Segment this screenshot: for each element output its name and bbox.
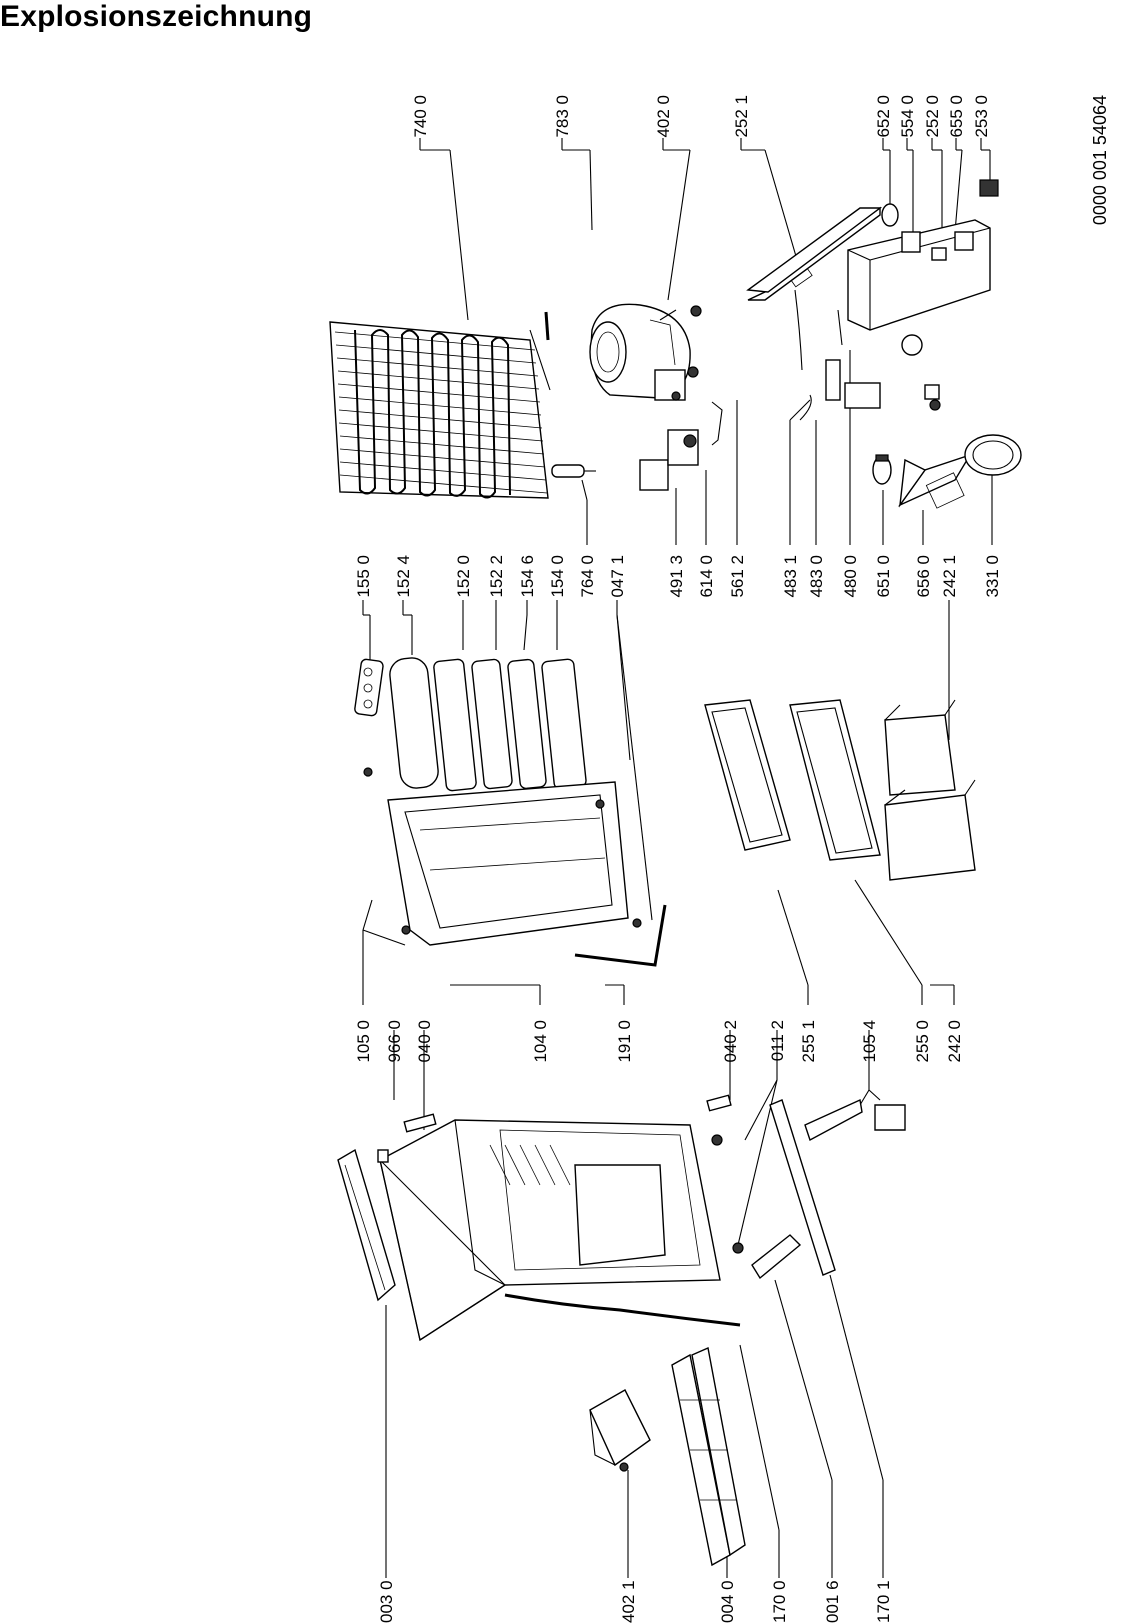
wiring — [794, 289, 843, 421]
label-252-0: 252 0 — [923, 95, 942, 138]
label-764-0: 764 0 — [578, 555, 597, 598]
label-003-0: 003 0 — [377, 1580, 396, 1623]
label-152-4: 152 4 — [394, 555, 413, 598]
label-402-0: 402 0 — [654, 95, 673, 138]
bulb — [872, 454, 892, 485]
label-255-0: 255 0 — [913, 1020, 932, 1063]
lamp-cover — [897, 453, 972, 509]
label-491-3: 491 3 — [667, 555, 686, 598]
label-255-1: 255 1 — [799, 1020, 818, 1063]
page-title: Explosionszeichnung — [0, 0, 313, 33]
label-483-0: 483 0 — [807, 555, 826, 598]
label-154-6: 154 6 — [518, 555, 537, 598]
label-170-1: 170 1 — [874, 1580, 893, 1623]
tube-783 — [544, 311, 550, 341]
label-331-0: 331 0 — [983, 555, 1002, 598]
door-gasket-strip — [574, 904, 667, 967]
label-104-0: 104 0 — [531, 1020, 550, 1063]
door-panel — [363, 767, 642, 946]
crisper-drawers — [884, 699, 976, 881]
label-004-0: 004 0 — [718, 1580, 737, 1623]
label-191-0: 191 0 — [615, 1020, 634, 1063]
document-number: 0000 001 54064 — [1090, 95, 1110, 225]
label-554-0: 554 0 — [898, 95, 917, 138]
label-242-0: 242 0 — [945, 1020, 964, 1063]
label-047-1: 047 1 — [608, 555, 627, 598]
label-001-6: 001 6 — [823, 1580, 842, 1623]
box-402-1 — [589, 1389, 651, 1472]
label-252-1: 252 1 — [732, 95, 751, 138]
label-402-1: 402 1 — [619, 1580, 638, 1623]
label-651-0: 651 0 — [874, 555, 893, 598]
label-242-1: 242 1 — [940, 555, 959, 598]
label-655-0: 655 0 — [947, 95, 966, 138]
label-614-0: 614 0 — [697, 555, 716, 598]
label-152-2: 152 2 — [487, 555, 506, 598]
door-shelves — [389, 657, 587, 792]
top-plate — [337, 1148, 396, 1302]
filter-drier — [551, 464, 596, 478]
label-154-0: 154 0 — [548, 555, 567, 598]
label-783-0: 783 0 — [553, 95, 572, 138]
label-152-0: 152 0 — [454, 555, 473, 598]
rail-170-1 — [769, 1099, 836, 1276]
label-155-0: 155 0 — [354, 555, 373, 598]
label-253-0: 253 0 — [972, 95, 991, 138]
egg-tray — [354, 658, 384, 717]
label-480-0: 480 0 — [841, 555, 860, 598]
bottom-labels: 003 0 402 1 004 0 170 0 001 6 170 1 — [377, 1580, 893, 1623]
compressor — [589, 303, 702, 401]
base-rails — [671, 1347, 746, 1567]
label-105-0: 105 0 — [354, 1020, 373, 1063]
lamp-parts — [881, 179, 999, 411]
label-652-0: 652 0 — [874, 95, 893, 138]
hinge — [804, 1098, 906, 1142]
label-483-1: 483 1 — [781, 555, 800, 598]
label-170-0: 170 0 — [770, 1580, 789, 1623]
cabinet-body — [379, 1119, 721, 1342]
label-656-0: 656 0 — [914, 555, 933, 598]
label-740-0: 740 0 — [411, 95, 430, 138]
relay-box — [639, 401, 723, 491]
cover-plate — [746, 206, 883, 301]
plate-001-6 — [751, 1234, 802, 1280]
top-labels: 740 0 783 0 402 0 252 1 652 0 554 0 252 … — [411, 95, 991, 138]
seal-ring — [964, 434, 1022, 476]
gasket-strip-170-0 — [504, 1293, 741, 1327]
glass-shelves — [704, 699, 881, 861]
leader-lines — [362, 138, 993, 1578]
small-brackets — [377, 1094, 744, 1254]
condenser-grid — [329, 321, 551, 499]
middle-labels: 155 0 152 4 152 0 152 2 154 6 154 0 764 … — [354, 555, 1002, 1063]
label-561-2: 561 2 — [728, 555, 747, 598]
